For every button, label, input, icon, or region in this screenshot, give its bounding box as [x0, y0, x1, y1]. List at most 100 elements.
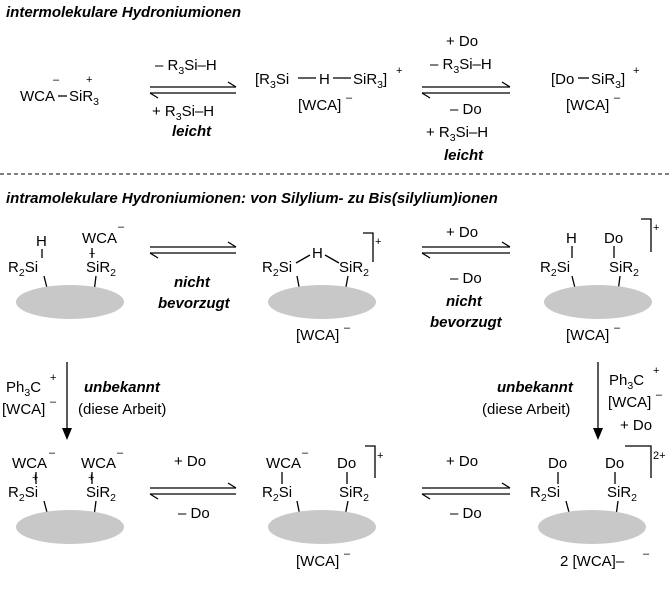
species-row1-middle: R2Si H SiR2 + [WCA] – [262, 232, 381, 344]
species-row1-right: H R2Si Do SiR2 + [WCA] – [540, 218, 659, 344]
svg-text:bevorzugt: bevorzugt [158, 295, 231, 312]
species-row3-right: Do R2Si Do SiR2 2+ 2 [WCA]– – [530, 445, 666, 570]
svg-text:–: – [346, 92, 353, 104]
svg-text:[R3Si: [R3Si [255, 71, 289, 91]
svg-text:–: – [344, 322, 351, 334]
svg-text:SiR3: SiR3 [69, 88, 99, 108]
svg-text:R2Si: R2Si [540, 259, 570, 279]
svg-text:–: – [614, 92, 621, 104]
svg-text:+ R3Si–H: + R3Si–H [426, 124, 488, 144]
svg-text:nicht: nicht [174, 274, 211, 291]
svg-text:[WCA]: [WCA] [608, 394, 651, 411]
svg-text:bevorzugt: bevorzugt [430, 314, 503, 331]
svg-text:2+: 2+ [653, 450, 666, 462]
species-wca-silylium-pair: WCA – SiR3 + [20, 74, 99, 108]
svg-text:Do: Do [548, 455, 567, 472]
equilibrium-arrow-1: – R3Si–H + R3Si–H leicht [149, 57, 237, 140]
svg-text:nicht: nicht [446, 293, 483, 310]
svg-text:SiR3]: SiR3] [591, 71, 625, 91]
svg-text:+: + [653, 365, 659, 377]
svg-text:– Do: – Do [450, 270, 482, 287]
equilibrium-arrow-row1-2: + Do – Do nicht bevorzugt [421, 224, 511, 331]
svg-text:–: – [118, 221, 125, 233]
equilibrium-arrow-row3-2: + Do – Do [421, 453, 511, 522]
section-title-intermolecular: intermolekulare Hydroniumionen [6, 4, 241, 21]
svg-text:SiR2: SiR2 [339, 259, 369, 279]
svg-text:WCA: WCA [82, 230, 117, 247]
svg-text:–: – [643, 548, 650, 560]
svg-text:unbekannt: unbekannt [497, 379, 574, 396]
svg-text:(diese Arbeit): (diese Arbeit) [482, 401, 570, 418]
svg-text:+ Do: + Do [446, 33, 478, 50]
svg-text:[WCA]: [WCA] [566, 327, 609, 344]
svg-text:WCA: WCA [12, 455, 47, 472]
svg-text:+: + [375, 236, 381, 248]
svg-text:WCA: WCA [266, 455, 301, 472]
svg-text:H: H [566, 230, 577, 247]
svg-text:+ Do: + Do [174, 453, 206, 470]
svg-text:+: + [50, 372, 56, 384]
svg-text:– Do: – Do [450, 505, 482, 522]
svg-text:+ Do: + Do [446, 453, 478, 470]
svg-text:SiR2: SiR2 [607, 484, 637, 504]
svg-text:Do: Do [337, 455, 356, 472]
svg-text:unbekannt: unbekannt [84, 379, 161, 396]
svg-text:(diese Arbeit): (diese Arbeit) [78, 401, 166, 418]
svg-text:[WCA]: [WCA] [296, 553, 339, 570]
equilibrium-arrow-2: + Do – R3Si–H – Do + R3Si–H leicht [421, 33, 511, 164]
down-arrow-right: unbekannt (diese Arbeit) Ph3C + [WCA] – … [482, 362, 663, 440]
svg-text:–: – [117, 447, 124, 459]
svg-text:–: – [614, 322, 621, 334]
svg-text:+ Do: + Do [446, 224, 478, 241]
svg-text:+ R3Si–H: + R3Si–H [152, 103, 214, 123]
svg-text:Ph3C: Ph3C [6, 379, 41, 399]
svg-text:– R3Si–H: – R3Si–H [430, 56, 492, 76]
svg-text:2 [WCA]–: 2 [WCA]– [560, 553, 625, 570]
section-title-intramolecular: intramolekulare Hydroniumionen: von Sily… [6, 190, 498, 207]
svg-text:–: – [656, 389, 663, 401]
svg-text:–: – [49, 447, 56, 459]
svg-text:Do: Do [605, 455, 624, 472]
svg-text:SiR2: SiR2 [339, 484, 369, 504]
svg-text:[WCA]: [WCA] [2, 401, 45, 418]
svg-text:–: – [302, 447, 309, 459]
svg-text:R2Si: R2Si [262, 484, 292, 504]
svg-text:+: + [377, 450, 383, 462]
svg-text:– Do: – Do [450, 101, 482, 118]
svg-text:[Do: [Do [551, 71, 574, 88]
species-row3-middle: WCA – R2Si Do SiR2 + [WCA] – [262, 445, 383, 570]
equilibrium-arrow-row1-1: nicht bevorzugt [149, 241, 237, 312]
svg-text:+ Do: + Do [620, 417, 652, 434]
svg-text:Do: Do [604, 230, 623, 247]
svg-text:SiR2: SiR2 [609, 259, 639, 279]
svg-text:WCA: WCA [20, 88, 55, 105]
svg-text:R2Si: R2Si [8, 484, 38, 504]
svg-text:[WCA]: [WCA] [298, 97, 341, 114]
svg-text:R2Si: R2Si [262, 259, 292, 279]
equilibrium-arrow-row3-1: + Do – Do [149, 453, 237, 522]
svg-text:[WCA]: [WCA] [566, 97, 609, 114]
species-donor-silylium: [Do SiR3] + [WCA] – [551, 65, 639, 114]
svg-text:SiR3]: SiR3] [353, 71, 387, 91]
svg-text:–: – [53, 74, 60, 86]
svg-text:H: H [312, 245, 323, 262]
svg-text:+: + [86, 74, 92, 86]
note-leicht-2: leicht [444, 147, 484, 164]
svg-text:–: – [344, 548, 351, 560]
svg-text:+: + [32, 472, 38, 484]
svg-text:–: – [50, 396, 57, 408]
species-hydronium-bridge: [R3Si H SiR3] + [WCA] – [255, 65, 402, 114]
svg-text:Ph3C: Ph3C [609, 372, 644, 392]
svg-text:WCA: WCA [81, 455, 116, 472]
down-arrow-left: Ph3C + [WCA] – unbekannt (diese Arbeit) [2, 362, 166, 440]
svg-text:H: H [36, 233, 47, 250]
svg-text:+: + [396, 65, 402, 77]
svg-text:R2Si: R2Si [8, 259, 38, 279]
svg-text:– Do: – Do [178, 505, 210, 522]
svg-text:– R3Si–H: – R3Si–H [155, 57, 217, 77]
svg-text:+: + [88, 472, 94, 484]
svg-text:+: + [633, 65, 639, 77]
svg-text:[WCA]: [WCA] [296, 327, 339, 344]
svg-text:R2Si: R2Si [530, 484, 560, 504]
